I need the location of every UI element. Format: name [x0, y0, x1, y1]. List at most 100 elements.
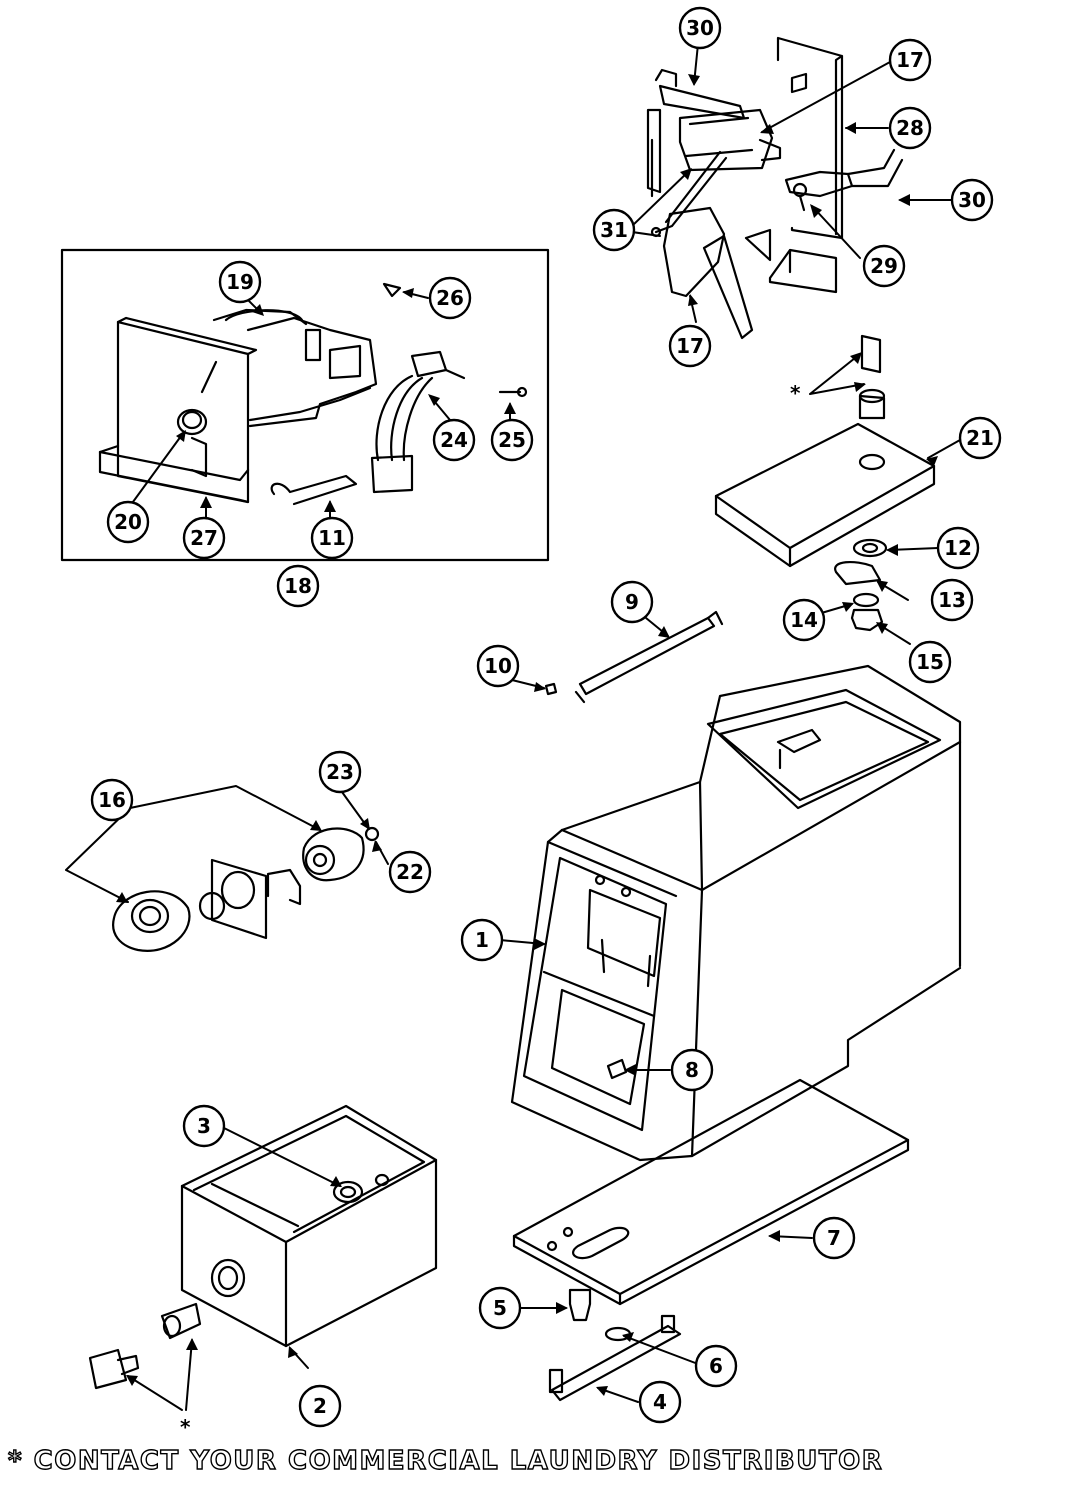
callout-circle — [310, 516, 354, 560]
callout-number: 25 — [498, 428, 526, 452]
rod — [544, 610, 724, 704]
callout-number: 17 — [676, 334, 704, 358]
arrow-heads — [116, 74, 938, 1396]
callout-circle — [388, 850, 432, 894]
callout-25: 25 — [490, 418, 534, 462]
callout-circle — [638, 1380, 682, 1424]
callout-circle — [668, 324, 712, 368]
callout-circle — [610, 580, 654, 624]
callout-circle — [490, 418, 534, 462]
coin-vault — [88, 1104, 438, 1390]
callout-circle — [476, 644, 520, 688]
callout-9: 9 — [610, 580, 654, 624]
callout-number: 7 — [827, 1226, 841, 1250]
callout-number: 24 — [440, 428, 468, 452]
callout-circle — [888, 106, 932, 150]
callout-number: 1 — [475, 928, 489, 952]
callout-17: 17 — [668, 324, 712, 368]
callout-18: 18 — [276, 564, 320, 608]
callout-6: 6 — [694, 1344, 738, 1388]
callout-number: 27 — [190, 526, 218, 550]
footer-note: * CONTACT YOUR COMMERCIAL LAUNDRY DISTRI… — [7, 1445, 884, 1476]
callout-number: 4 — [653, 1390, 667, 1414]
callout-3: 3 — [182, 1104, 226, 1148]
callout-number: 31 — [600, 218, 628, 242]
callout-number: 14 — [790, 608, 818, 632]
callout-10: 10 — [476, 644, 520, 688]
coin-slide — [112, 826, 380, 952]
callout-circle — [318, 750, 362, 794]
callout-1: 1 — [460, 918, 504, 962]
callout-number: 19 — [226, 270, 254, 294]
callout-circle — [478, 1286, 522, 1330]
callout-24: 24 — [432, 418, 476, 462]
callout-number: 11 — [318, 526, 346, 550]
callout-number: 18 — [284, 574, 312, 598]
callout-number: 17 — [896, 48, 924, 72]
callout-12: 12 — [936, 526, 980, 570]
callout-circle — [678, 6, 722, 50]
callout-circle — [862, 244, 906, 288]
callout-number: 3 — [197, 1114, 211, 1138]
callout-28: 28 — [888, 106, 932, 150]
callout-17: 17 — [888, 38, 932, 82]
callout-number: 6 — [709, 1354, 723, 1378]
callout-circle — [930, 578, 974, 622]
callout-23: 23 — [318, 750, 362, 794]
callout-7: 7 — [812, 1216, 856, 1260]
callout-circle — [428, 276, 472, 320]
callout-number: 29 — [870, 254, 898, 278]
callout-circle — [782, 598, 826, 642]
callout-16: 16 — [90, 778, 134, 822]
callout-circle — [670, 1048, 714, 1092]
callout-13: 13 — [930, 578, 974, 622]
callout-22: 22 — [388, 850, 432, 894]
callout-circle — [812, 1216, 856, 1260]
callout-number: 2 — [313, 1394, 327, 1418]
callout-circle — [218, 260, 262, 304]
callout-number: 23 — [326, 760, 354, 784]
callout-29: 29 — [862, 244, 906, 288]
callout-number: 28 — [896, 116, 924, 140]
callout-circle — [182, 516, 226, 560]
asterisk-note-bottom: * — [180, 1415, 191, 1439]
callout-14: 14 — [782, 598, 826, 642]
callout-19: 19 — [218, 260, 262, 304]
callout-number: 8 — [685, 1058, 699, 1082]
callout-circle — [950, 178, 994, 222]
callout-circle — [888, 38, 932, 82]
callout-number: 20 — [114, 510, 142, 534]
callout-circle — [276, 564, 320, 608]
assembly-18-box — [60, 248, 550, 562]
callout-circle — [182, 1104, 226, 1148]
callout-number: 9 — [625, 590, 639, 614]
callout-circle — [106, 500, 150, 544]
timer-assembly — [98, 282, 528, 506]
asterisk-note-top: * — [790, 381, 801, 405]
callout-number: 21 — [966, 426, 994, 450]
callout-circle — [90, 778, 134, 822]
callout-circle — [298, 1384, 342, 1428]
callout-number: 5 — [493, 1296, 507, 1320]
callout-circle — [460, 918, 504, 962]
callout-27: 27 — [182, 516, 226, 560]
callout-number: 30 — [686, 16, 714, 40]
callout-number: 30 — [958, 188, 986, 212]
coin-box-housing — [510, 664, 962, 1162]
callout-8: 8 — [670, 1048, 714, 1092]
callout-21: 21 — [958, 416, 1002, 460]
callout-circle — [958, 416, 1002, 460]
callout-5: 5 — [478, 1286, 522, 1330]
callout-number: 10 — [484, 654, 512, 678]
callout-11: 11 — [310, 516, 354, 560]
callout-circle — [432, 418, 476, 462]
callout-number: 22 — [396, 860, 424, 884]
callout-30: 30 — [678, 6, 722, 50]
cover-plate — [714, 334, 936, 632]
base-plate — [512, 1078, 910, 1402]
callout-circle — [936, 526, 980, 570]
callout-4: 4 — [638, 1380, 682, 1424]
callout-2: 2 — [298, 1384, 342, 1428]
